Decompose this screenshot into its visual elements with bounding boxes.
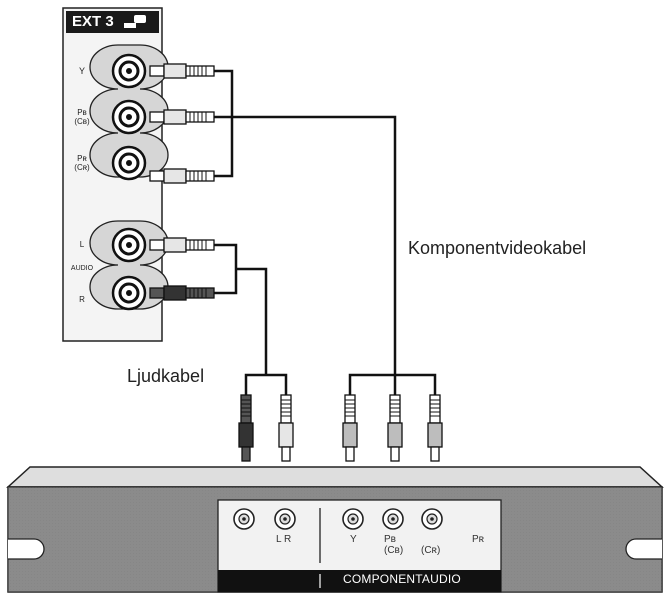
tv-plugs bbox=[149, 63, 215, 301]
tv-panel bbox=[62, 7, 169, 342]
device-pr-label: (Cʀ) bbox=[421, 545, 441, 556]
plug-video-y bbox=[342, 394, 358, 462]
plug-audio-dark bbox=[238, 394, 254, 462]
source-device bbox=[6, 466, 664, 593]
plug-video-pb bbox=[387, 394, 403, 462]
device-audio-label: L R bbox=[276, 534, 292, 545]
jack-label-pr: Pʀ (Cʀ) bbox=[74, 154, 90, 172]
jack-label-l: L bbox=[79, 240, 85, 249]
plug-audio-r-dark bbox=[149, 285, 215, 301]
video-cable bbox=[212, 69, 437, 395]
plug-video-pr bbox=[427, 394, 443, 462]
plug-y-white bbox=[149, 63, 215, 79]
device-left-notch bbox=[8, 538, 45, 560]
jack-label-audio: AUDIO bbox=[70, 265, 94, 272]
jack-y[interactable] bbox=[111, 53, 147, 89]
plug-audio-white bbox=[278, 394, 294, 462]
device-jack-pb[interactable] bbox=[382, 508, 404, 530]
device-right-notch bbox=[625, 538, 662, 560]
device-bar-label: COMPONENTAUDIO bbox=[343, 572, 461, 586]
jack-pr[interactable] bbox=[111, 145, 147, 181]
audio-jack-bay bbox=[89, 220, 169, 310]
device-jack-audio-l[interactable] bbox=[233, 508, 255, 530]
video-cable-label: Komponentvideokabel bbox=[408, 238, 587, 258]
device-jack-audio-r[interactable] bbox=[274, 508, 296, 530]
audio-cable bbox=[212, 243, 288, 395]
plug-pr-white bbox=[149, 168, 215, 184]
jack-audio-r[interactable] bbox=[111, 275, 147, 311]
device-y-label: Y bbox=[350, 534, 357, 545]
jack-label-r: R bbox=[79, 295, 85, 304]
device-pb-label: Pʙ (Cʙ) bbox=[384, 534, 404, 556]
jack-label-y: Y bbox=[78, 66, 85, 76]
jack-pb[interactable] bbox=[111, 99, 147, 135]
scart-key-icon bbox=[124, 15, 146, 28]
device-jack-y[interactable] bbox=[342, 508, 364, 530]
device-label-bar bbox=[218, 570, 501, 592]
plug-pb-white bbox=[149, 109, 215, 125]
device-jack-pr[interactable] bbox=[421, 508, 443, 530]
ext3-title: EXT 3 bbox=[72, 13, 114, 30]
audio-cable-label: Ljudkabel bbox=[127, 366, 205, 386]
jack-audio-l[interactable] bbox=[111, 227, 147, 263]
device-pr-side-label: Pʀ bbox=[472, 534, 485, 545]
jack-label-pb: Pʙ (Cʙ) bbox=[74, 108, 90, 126]
device-plugs bbox=[238, 394, 443, 462]
plug-audio-l-white bbox=[149, 237, 215, 253]
